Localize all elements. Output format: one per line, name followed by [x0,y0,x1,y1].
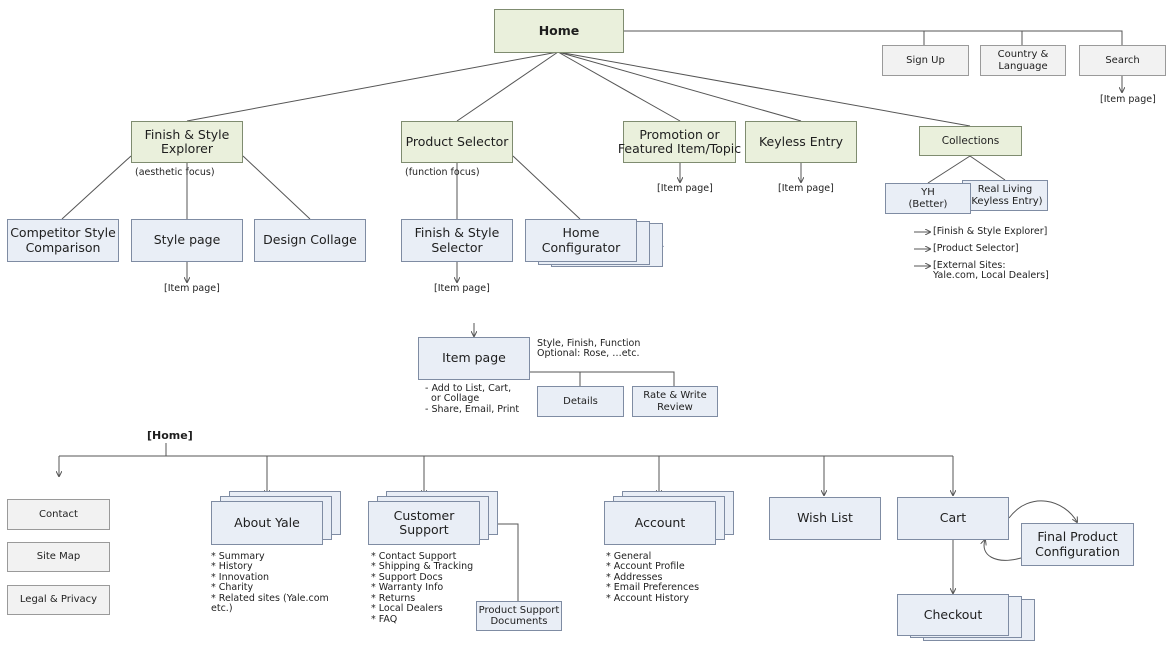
node-design-collage: Design Collage [254,219,366,262]
collection-link-finish-style: [Finish & Style Explorer] [933,226,1048,237]
item-actions-note: - Add to List, Cart, or Collage - Share,… [425,383,520,415]
node-competitor-style: Competitor Style Comparison [7,219,119,262]
style-item-page-label: [Item page] [164,283,220,294]
aesthetic-focus-label: (aesthetic focus) [135,167,215,178]
node-cart: Cart [897,497,1009,540]
node-finish-style-explorer: Finish & Style Explorer [131,121,243,163]
selector-item-page-label: [Item page] [434,283,490,294]
node-item-page: Item page [418,337,530,380]
node-checkout: Checkout [897,594,1009,636]
node-account: Account [604,501,716,545]
node-keyless-entry: Keyless Entry [745,121,857,163]
node-rate-review: Rate & Write Review [632,386,718,417]
node-wish-list: Wish List [769,497,881,540]
account-list: * General * Account Profile * Addresses … [606,551,700,604]
node-final-product-configuration: Final Product Configuration [1021,523,1134,566]
keyless-item-page-label: [Item page] [778,183,834,194]
support-list: * Contact Support * Shipping & Tracking … [371,551,474,625]
promotion-item-page-label: [Item page] [657,183,713,194]
node-legal-privacy: Legal & Privacy [7,585,110,615]
node-contact: Contact [7,499,110,530]
node-style-page: Style page [131,219,243,262]
node-home: Home [494,9,624,53]
node-details: Details [537,386,624,417]
node-real-living: Real Living (Keyless Entry) [962,180,1048,211]
function-focus-label: (function focus) [405,167,480,178]
node-sign-up: Sign Up [882,45,969,76]
search-item-page-label: [Item page] [1100,94,1156,105]
item-attributes-note: Style, Finish, Function Optional: Rose, … [537,338,641,360]
node-about-yale: About Yale [211,501,323,545]
node-site-map: Site Map [7,542,110,572]
collection-link-external-sites: [External Sites: Yale.com, Local Dealers… [933,260,1049,282]
node-country-language: Country & Language [980,45,1066,76]
node-customer-support: Customer Support [368,501,480,545]
node-product-selector: Product Selector [401,121,513,163]
about-list: * Summary * History * Innovation * Chari… [211,551,329,615]
node-promotion: Promotion or Featured Item/Topic [618,121,741,163]
home-reference-label: [Home] [147,429,193,442]
node-yh: YH (Better) [885,183,971,214]
node-product-support-docs: Product Support Documents [476,601,562,631]
node-search: Search [1079,45,1166,76]
node-home-configurator: Home Configurator [525,219,637,262]
node-collections: Collections [919,126,1022,156]
node-finish-style-selector: Finish & Style Selector [401,219,513,262]
collection-link-product-selector: [Product Selector] [933,243,1019,254]
